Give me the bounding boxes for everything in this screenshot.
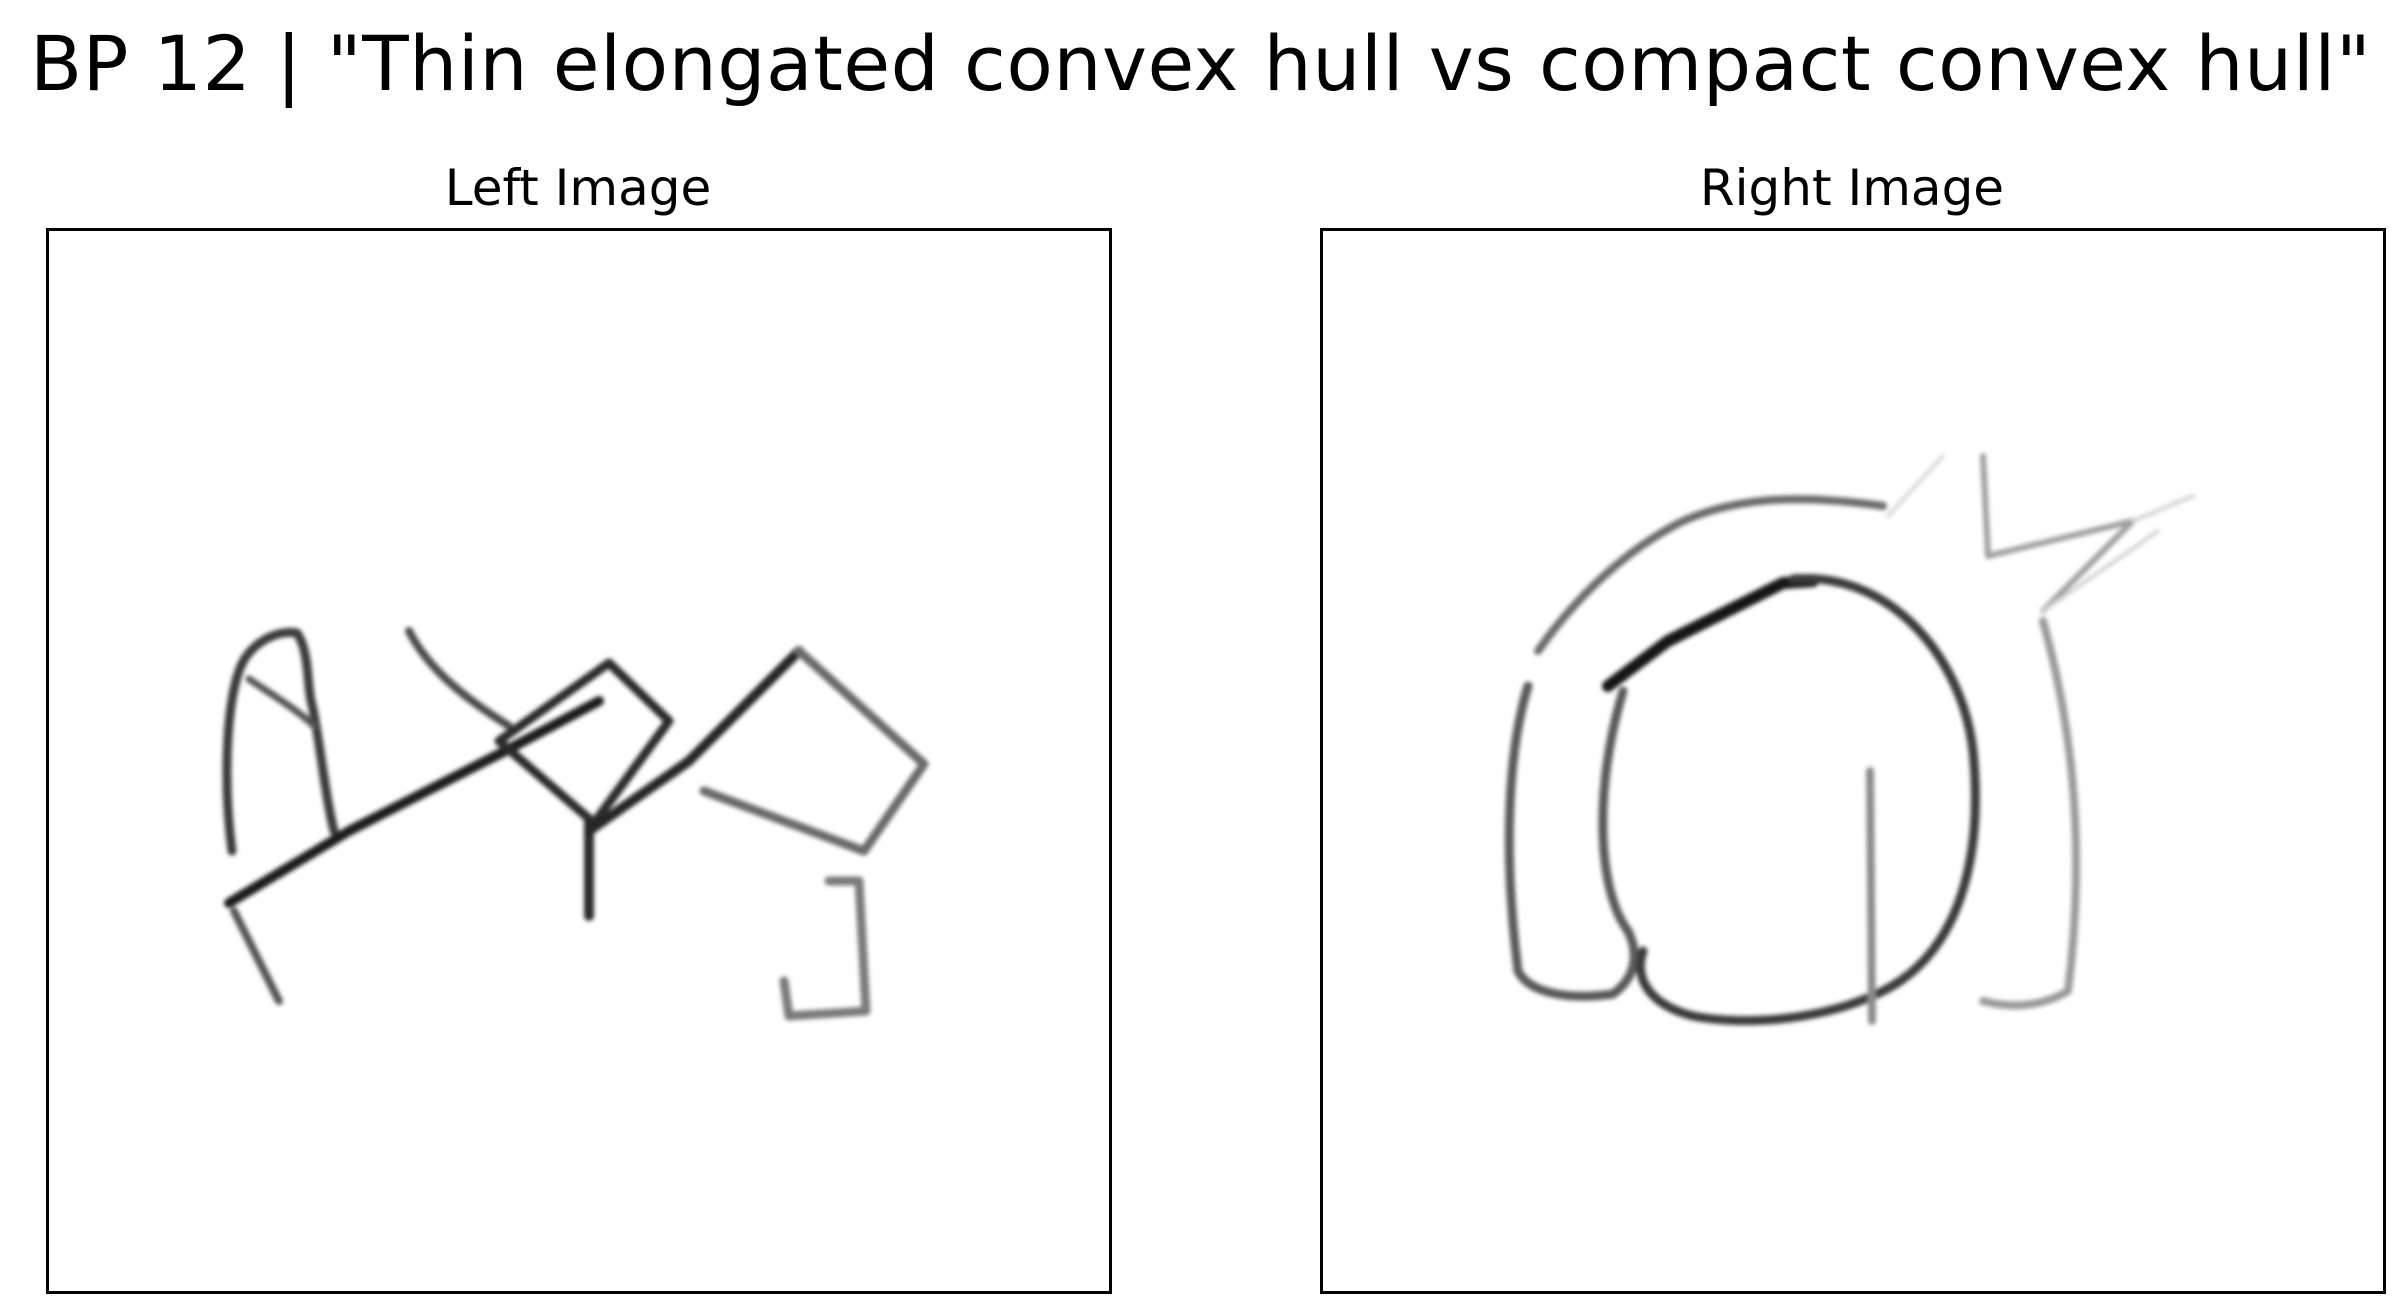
left-stroke-hook [779, 876, 871, 1021]
right-sketch-figure [1323, 231, 2383, 1291]
left-image-title: Left Image [444, 159, 712, 217]
left-stroke-tail-left [230, 907, 283, 1005]
figure-title: BP 12 | "Thin elongated convex hull vs c… [30, 19, 2372, 108]
right-stroke-left-arch [1504, 681, 1639, 1001]
left-stroke-diagonal-1 [224, 696, 604, 908]
right-stroke-inner-loop [1635, 574, 1980, 1026]
left-stroke-inner [245, 675, 318, 730]
left-image-panel [46, 228, 1112, 1294]
right-stroke-faint-tick [1886, 454, 1945, 518]
right-stroke-flag-faint [2041, 494, 2195, 613]
left-stroke-arc [405, 627, 513, 730]
right-image-title: Right Image [1699, 159, 2005, 217]
right-stroke-stem [1866, 767, 1876, 1025]
left-stroke-diagonal-2 [584, 646, 804, 836]
left-stroke-diamond [494, 658, 674, 828]
right-stroke-flag [1980, 453, 2136, 614]
left-sketch-figure [49, 231, 1109, 1291]
right-stroke-outer-arc [1534, 495, 1887, 655]
right-image-panel [1320, 228, 2386, 1294]
left-stroke-right-diamond [699, 646, 929, 856]
right-stroke-right-arch [1979, 617, 2081, 1010]
left-stroke-loop [222, 627, 339, 856]
